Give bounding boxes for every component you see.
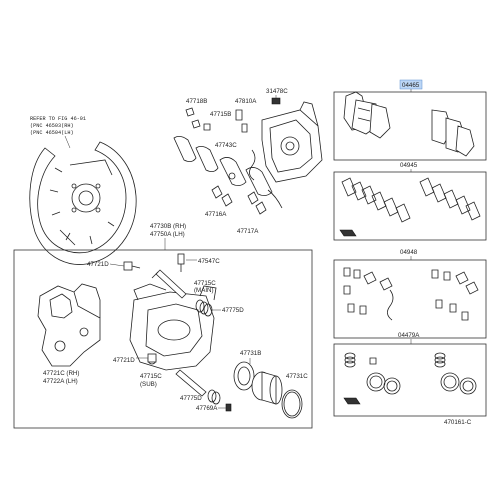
clips-upper[interactable] [185,107,248,133]
label-47715c-bottom[interactable]: 47715C [140,373,162,380]
bolt-47721d-top[interactable] [123,261,141,271]
label-47715c-bottom-sub[interactable]: (SUB) [140,381,157,388]
refer-note-line-1[interactable]: REFER TO FIG 46-01 [30,116,86,122]
slide-pin-main[interactable] [151,269,187,299]
label-47715c-top-sub[interactable]: (MAIN) [194,287,214,294]
piston-seal-47731b[interactable] [233,361,255,391]
label-04945[interactable]: 04945 [400,162,418,169]
label-47716a[interactable]: 47716A [205,211,227,218]
label-47718b[interactable]: 47718B [186,98,207,105]
caliper-mount-upper[interactable] [261,101,323,183]
refer-note-line-2[interactable]: (PNC 46503(RH) [30,123,74,129]
label-47715c-top[interactable]: 47715C [194,280,216,287]
label-04479a[interactable]: 04479A [398,332,420,339]
label-47775d-bottom[interactable]: 47775D [180,395,202,402]
figure-number: 470161-C [444,419,472,426]
label-47769a[interactable]: 47769A [196,405,218,412]
label-04948[interactable]: 04948 [400,249,418,256]
dust-boot-47731c[interactable] [281,389,303,419]
kit-04465-box[interactable] [333,91,487,161]
label-47731c[interactable]: 47731C [286,373,308,380]
label-47750a[interactable]: 47750A (LH) [150,231,185,238]
label-47721c[interactable]: 47721C (RH) [43,370,79,377]
label-47722a[interactable]: 47722A (LH) [43,378,78,385]
slide-pin-sub[interactable] [175,369,207,397]
pad-assembly-upper[interactable] [173,136,283,215]
pad-support-plates[interactable] [343,267,479,321]
brake-pads[interactable] [343,91,475,157]
label-47547c[interactable]: 47547C [198,258,220,265]
bolt-47721d-bottom[interactable] [147,353,157,363]
bleeder-47769a[interactable] [225,403,232,412]
caliper-bracket[interactable] [37,283,101,367]
label-47743c[interactable]: 47743C [215,142,237,149]
label-31478c[interactable]: 31478C [266,88,288,95]
label-47810a[interactable]: 47810A [235,98,257,105]
label-47717a[interactable]: 47717A [237,228,259,235]
bleeder-plug[interactable] [177,253,185,272]
label-47775d-top[interactable]: 47775D [222,307,244,314]
bleeder-cap[interactable] [271,95,281,105]
anti-squeal-shims[interactable] [339,177,481,237]
label-47731b[interactable]: 47731B [240,350,261,357]
dust-cover[interactable] [29,141,137,265]
kit-04945-box[interactable] [333,171,487,241]
piston[interactable] [251,371,283,405]
label-47730b[interactable]: 47730B (RH) [150,223,186,230]
label-47721d-top[interactable]: 47721D [87,261,109,268]
label-47715b[interactable]: 47715B [210,111,231,118]
kit-04948-box[interactable] [333,259,487,339]
boot-47775d-top[interactable] [195,299,213,317]
caliper-assembly-box [13,249,313,429]
seal-kit[interactable] [343,352,477,405]
caliper-body[interactable] [129,283,217,371]
boot-47775d-bottom[interactable] [207,389,221,405]
label-04465[interactable]: 04465 [402,82,420,89]
label-47721d-bottom[interactable]: 47721D [113,357,135,364]
kit-04479a-box[interactable] [333,343,487,417]
refer-note-line-3[interactable]: (PNC 46504(LH) [30,130,74,136]
